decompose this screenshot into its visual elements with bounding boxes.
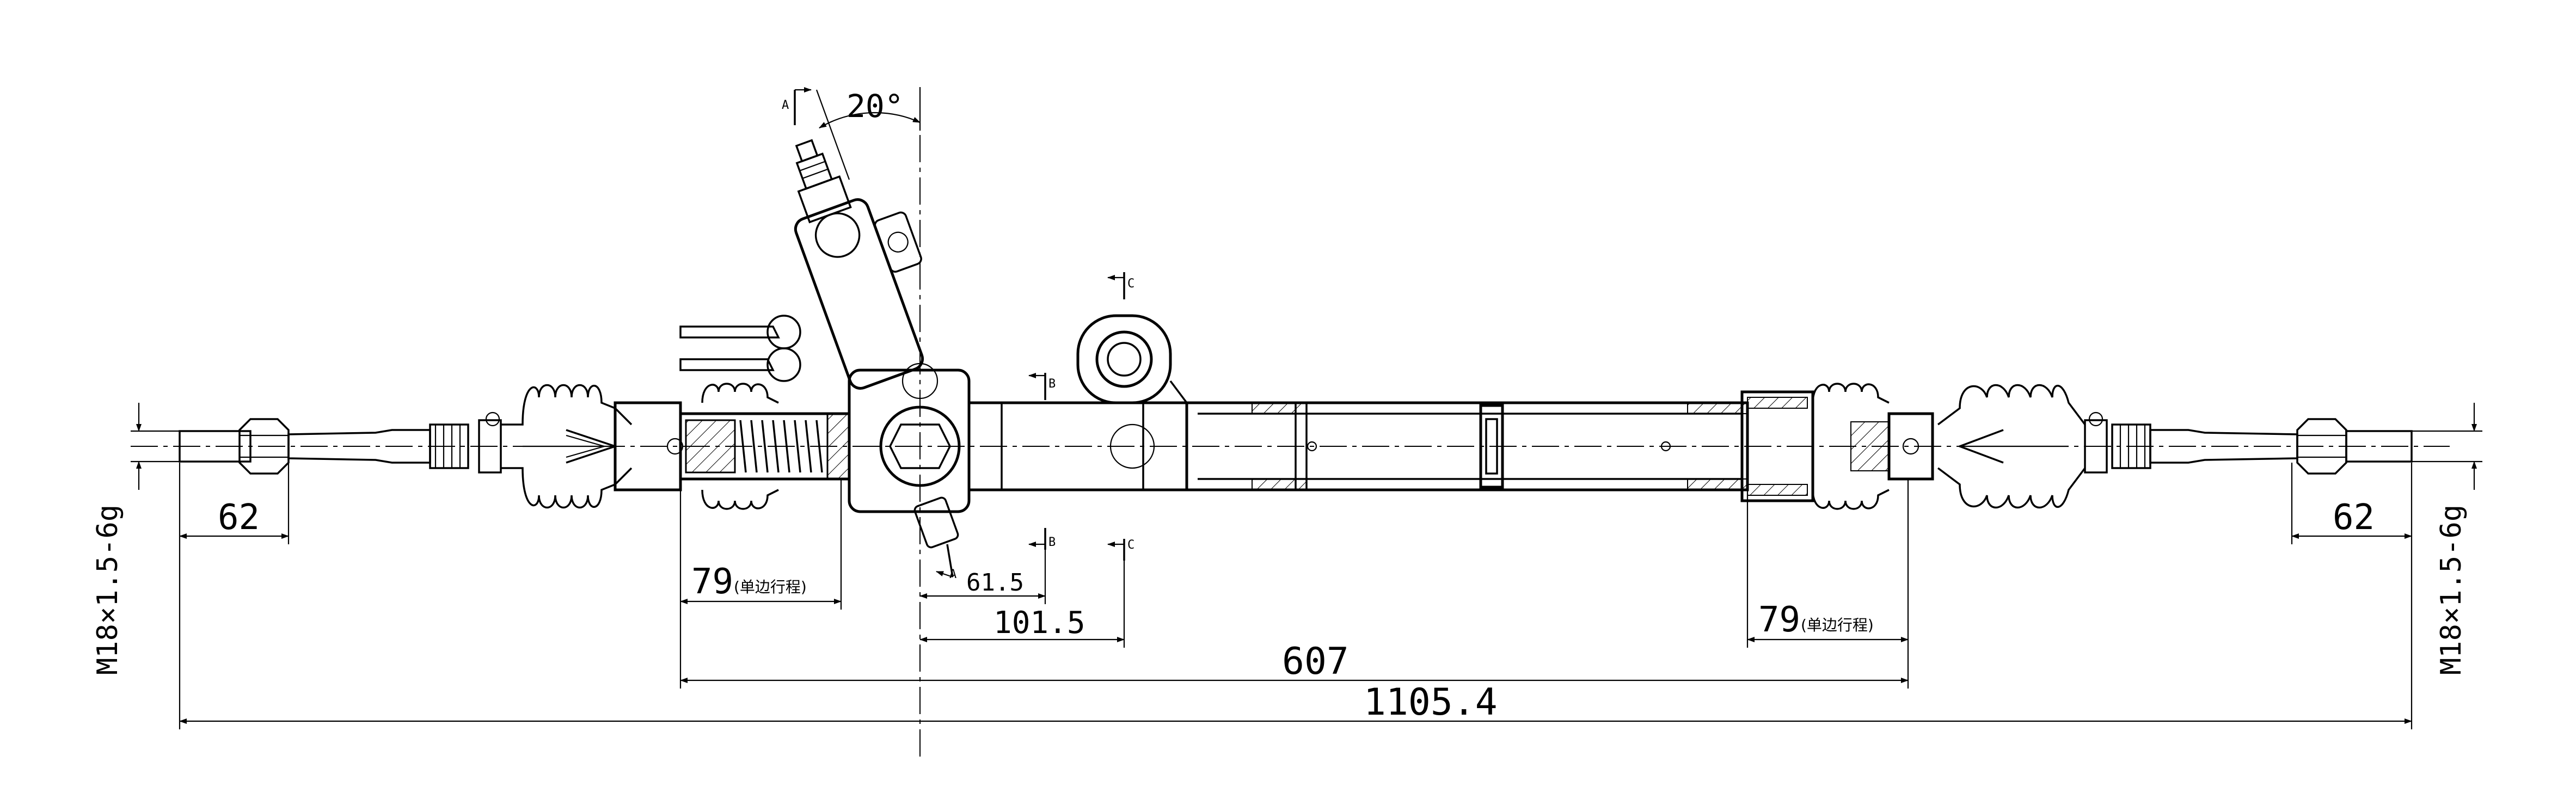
dim-607-label: 607 (1282, 640, 1349, 683)
central-housing (967, 314, 1188, 491)
section-label-b-bottom: B (1048, 536, 1056, 549)
dim-62-right-label: 62 (2333, 497, 2375, 538)
dim-thread-left (131, 403, 180, 490)
dim-79-left (679, 479, 842, 610)
section-label-c-top: C (1127, 277, 1134, 291)
pinion-valve-housing (679, 139, 971, 549)
dim-62-right (2291, 463, 2413, 544)
dim-101-5 (919, 561, 1125, 648)
dim-79-left-label: 79 (691, 562, 733, 602)
dim-62-left-label: 62 (218, 497, 260, 538)
stroke-note-left: (单边行程) (734, 578, 807, 596)
section-marker-b (1028, 373, 1046, 550)
thread-right-label: M18×1.5-6g (2435, 505, 2468, 675)
dim-1105-4 (179, 544, 2413, 729)
right-tie-rod (1812, 383, 2413, 510)
dim-79-right-label: 79 (1758, 600, 1800, 640)
dim-61-5 (919, 550, 1046, 604)
dim-101-5-label: 101.5 (993, 605, 1085, 641)
stroke-note-right: (单边行程) (1801, 616, 1874, 634)
dim-79-right (1746, 479, 1909, 648)
power-cylinder (1185, 390, 1814, 502)
dim-1105-4-label: 1105.4 (1364, 681, 1498, 724)
dim-607 (679, 610, 1909, 689)
angle-label: 20° (847, 88, 904, 125)
section-label-a-bottom: A (949, 568, 956, 581)
dim-62-left (179, 463, 290, 544)
section-marker-a (794, 87, 954, 578)
section-label-b-top: B (1048, 377, 1056, 391)
dim-61-5-label: 61.5 (966, 569, 1024, 597)
angle-dimension (815, 87, 921, 180)
section-label-c-bottom: C (1127, 538, 1134, 552)
section-marker-c (1107, 272, 1125, 561)
dim-thread-right (2412, 403, 2482, 490)
section-label-a-top: A (782, 99, 789, 112)
thread-left-label: M18×1.5-6g (91, 505, 124, 675)
